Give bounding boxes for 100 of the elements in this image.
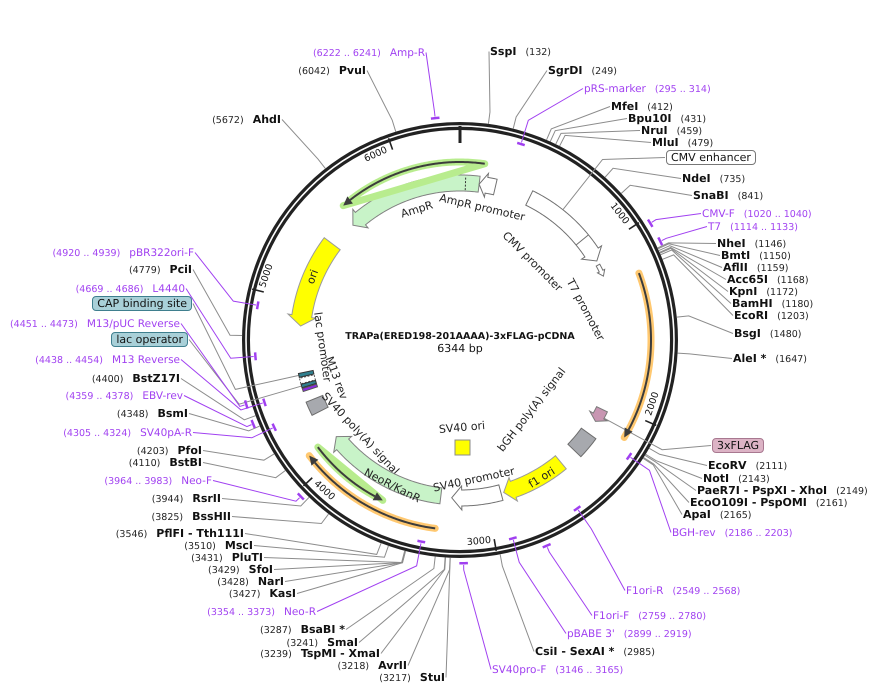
enzyme-name: SgrDI <box>548 64 582 77</box>
primer-range: (6222 .. 6241) <box>312 48 381 59</box>
cut-position: (3218) <box>338 661 370 672</box>
scale-number: 6000 <box>362 146 389 165</box>
feature-segment <box>588 405 609 423</box>
cut-position: (2161) <box>816 498 848 509</box>
primer-range: (4451 .. 4473) <box>10 319 78 330</box>
leader-line <box>192 303 299 390</box>
leader-line <box>546 546 592 616</box>
enzyme-name: EcoRV <box>708 459 747 472</box>
leader-line <box>644 454 696 491</box>
leader-line <box>630 456 672 533</box>
leader-line <box>676 315 734 334</box>
enzyme-name: BstBI <box>169 456 202 469</box>
leader-line <box>677 352 732 359</box>
cut-position: (459) <box>676 126 702 137</box>
leader-line <box>316 542 422 612</box>
cut-position: (1159) <box>756 263 788 274</box>
primer-range: (2899 .. 2919) <box>624 629 692 640</box>
leader-line <box>408 557 451 666</box>
primer-range: (4359 .. 4378) <box>66 391 134 402</box>
leader-line <box>180 359 264 410</box>
leader-line <box>645 454 702 479</box>
enzyme-name: BmtI <box>721 249 750 262</box>
leader-line <box>546 106 610 140</box>
enzyme-name: BsaBI * <box>300 623 345 636</box>
leader-line <box>192 428 274 438</box>
cut-position: (1168) <box>776 275 809 286</box>
enzyme-name: SmaI <box>327 636 358 649</box>
leader-line <box>358 557 446 643</box>
leader-line <box>232 513 330 524</box>
cut-position: (1172) <box>766 287 798 298</box>
cut-position: (1146) <box>754 239 786 250</box>
primer-range: (2549 .. 2568) <box>672 586 740 597</box>
enzyme-name: CsiI - SexAI * <box>535 645 614 658</box>
leader-line <box>188 413 260 432</box>
feature-label: AmpR <box>400 199 434 221</box>
primer-name: Amp-R <box>390 47 425 59</box>
scale-number: 2000 <box>644 391 662 418</box>
primer-name: SV40pro-F <box>492 664 546 676</box>
feature-tag: CMV enhancer <box>666 150 756 165</box>
enzyme-name: AvrII <box>378 659 407 672</box>
leader-line <box>562 157 666 210</box>
enzyme-name: PaeR7I - PspXI - XhoI <box>697 484 828 497</box>
enzyme-name: EcoRI <box>734 309 768 322</box>
leader-line <box>642 458 682 515</box>
feature-box <box>296 368 316 379</box>
enzyme-name: TspMI - XmaI <box>300 647 380 660</box>
scale-number: 5000 <box>258 262 276 289</box>
feature-tag: 3xFLAG <box>712 438 764 453</box>
primer-name: M13/pUC Reverse <box>86 318 180 330</box>
enzyme-name: PflFI - Tth111I <box>156 527 244 540</box>
primer-mark <box>457 560 470 566</box>
leader-line <box>578 509 626 591</box>
leader-line <box>662 254 734 316</box>
leader-line <box>657 242 716 248</box>
cut-position: (4348) <box>116 409 148 420</box>
leader-line <box>282 119 326 170</box>
enzyme-name: MfeI <box>611 100 638 113</box>
primer-mark <box>655 235 665 248</box>
cut-position: (1150) <box>759 251 791 262</box>
leader-line <box>202 462 286 478</box>
enzyme-name: PvuI <box>338 64 366 77</box>
leader-line <box>284 550 406 582</box>
primer-name: pBR322ori-F <box>129 247 194 259</box>
feature-tag: CAP binding site <box>92 296 192 311</box>
enzyme-name: NheI <box>717 237 746 250</box>
primer-name: F1ori-F <box>593 610 630 622</box>
primer-mark <box>571 503 583 514</box>
enzyme-name: ApaI <box>683 508 711 521</box>
cut-position: (3241) <box>286 638 318 649</box>
cut-position: (479) <box>688 138 714 149</box>
enzyme-name: MscI <box>224 539 253 552</box>
primer-name: EBV-rev <box>142 390 183 402</box>
primer-mark <box>415 538 427 546</box>
leader-line <box>648 448 708 466</box>
primer-mark <box>429 114 442 122</box>
primer-range: (3146 .. 3165) <box>555 665 624 676</box>
enzyme-name: BamHI <box>732 297 773 310</box>
leader-line <box>212 480 300 502</box>
plasmid-size: 6344 bp <box>437 343 483 355</box>
cut-position: (3428) <box>217 577 249 588</box>
primer-name: F1ori-R <box>626 585 664 597</box>
primer-mark <box>507 534 519 543</box>
leader-line <box>512 70 548 130</box>
leader-line <box>661 226 708 242</box>
primer-name: SV40pA-R <box>140 427 192 439</box>
cut-position: (4110) <box>128 458 160 469</box>
primer-range: (3964 .. 3983) <box>104 476 172 487</box>
enzyme-name: Bpu10I <box>628 112 672 125</box>
enzyme-name: NotI <box>703 472 730 485</box>
enzyme-name: AleI * <box>733 352 766 365</box>
leader-line <box>180 378 256 420</box>
primer-mark <box>254 299 262 311</box>
feature-tag: lac operator <box>111 332 188 347</box>
enzyme-name: EcoO109I - PspOMI <box>690 496 807 509</box>
cut-position: (5672) <box>212 115 244 126</box>
primer-mark <box>248 418 258 430</box>
leader-line <box>463 564 492 670</box>
primer-name: BGH-rev <box>672 527 716 539</box>
